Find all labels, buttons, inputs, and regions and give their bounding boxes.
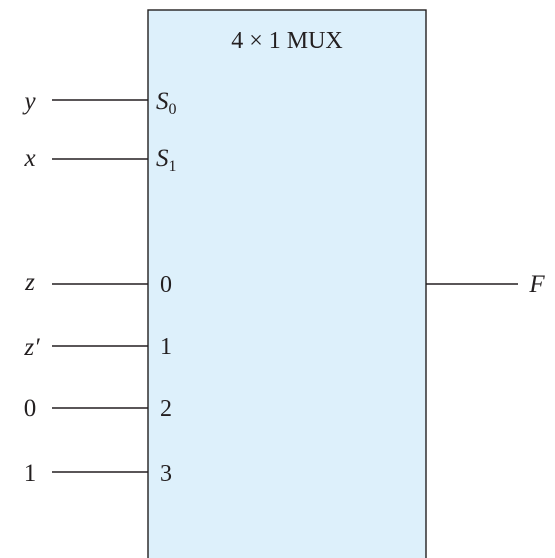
data-input-2: 0 2 — [24, 395, 172, 422]
data-input-1: z′ 1 — [23, 334, 172, 361]
input-pin-label: 1 — [160, 334, 172, 360]
output-signal-label: F — [528, 271, 545, 298]
data-input-3: 1 3 — [24, 460, 172, 487]
input-pin-label: 2 — [160, 396, 172, 422]
mux-block — [147, 9, 427, 558]
select-signal-label: x — [23, 145, 35, 172]
input-signal-label: z′ — [23, 334, 40, 361]
select-pin-subscript: 0 — [169, 101, 177, 118]
select-pin-label: S0 — [156, 88, 177, 118]
input-signal-label: z — [24, 269, 35, 296]
input-pin-label: 3 — [160, 461, 172, 487]
select-pin-base: S — [156, 145, 169, 172]
select-line-s0: y S0 — [21, 88, 176, 118]
select-line-s1: x S1 — [23, 145, 176, 175]
input-pin-label: 0 — [160, 272, 172, 298]
data-input-0: z 0 — [24, 269, 172, 298]
input-signal-label: 0 — [24, 395, 37, 422]
mux-title: 4 × 1 MUX — [231, 28, 343, 54]
select-pin-label: S1 — [156, 145, 177, 175]
select-pin-subscript: 1 — [169, 158, 177, 175]
output-line: F — [426, 271, 545, 298]
select-signal-label: y — [21, 88, 36, 115]
select-pin-base: S — [156, 88, 169, 115]
input-signal-label: 1 — [24, 460, 37, 487]
